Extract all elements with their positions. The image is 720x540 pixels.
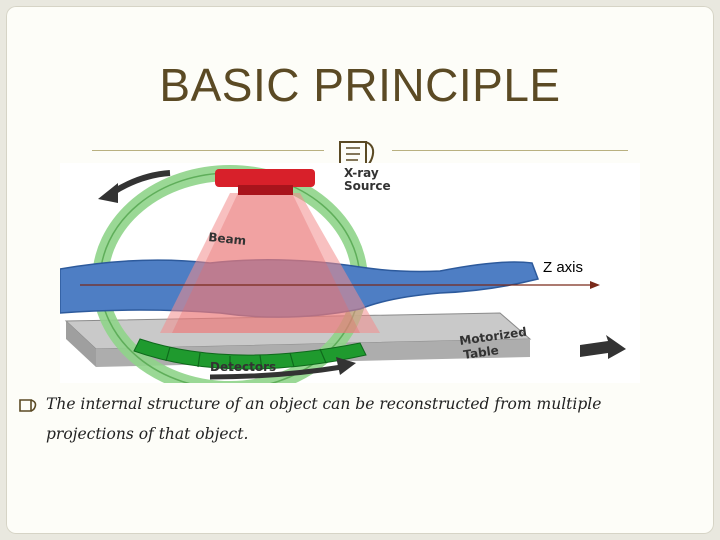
ct-scanner-diagram: X-ray Source Beam Detectors Motorized Ta… bbox=[60, 163, 640, 383]
slide-title: BASIC PRINCIPLE bbox=[159, 59, 561, 111]
bullet-text: The internal structure of an object can … bbox=[46, 389, 686, 449]
ct-scanner-illustration: X-ray Source Beam Detectors Motorized Ta… bbox=[60, 165, 626, 383]
bullet-text-content: The internal structure of an object can … bbox=[46, 395, 602, 443]
page-curl-bullet-icon bbox=[19, 399, 37, 412]
title-rule-right bbox=[392, 150, 628, 151]
title-rule-left bbox=[92, 150, 324, 151]
detectors-label: Detectors bbox=[210, 360, 276, 374]
z-axis-label: Z axis bbox=[543, 259, 584, 276]
source-label-2: Source bbox=[344, 179, 391, 193]
table-label-2: Table bbox=[462, 343, 499, 362]
source-label: X-ray bbox=[344, 166, 379, 180]
beam-label: Beam bbox=[208, 230, 247, 248]
